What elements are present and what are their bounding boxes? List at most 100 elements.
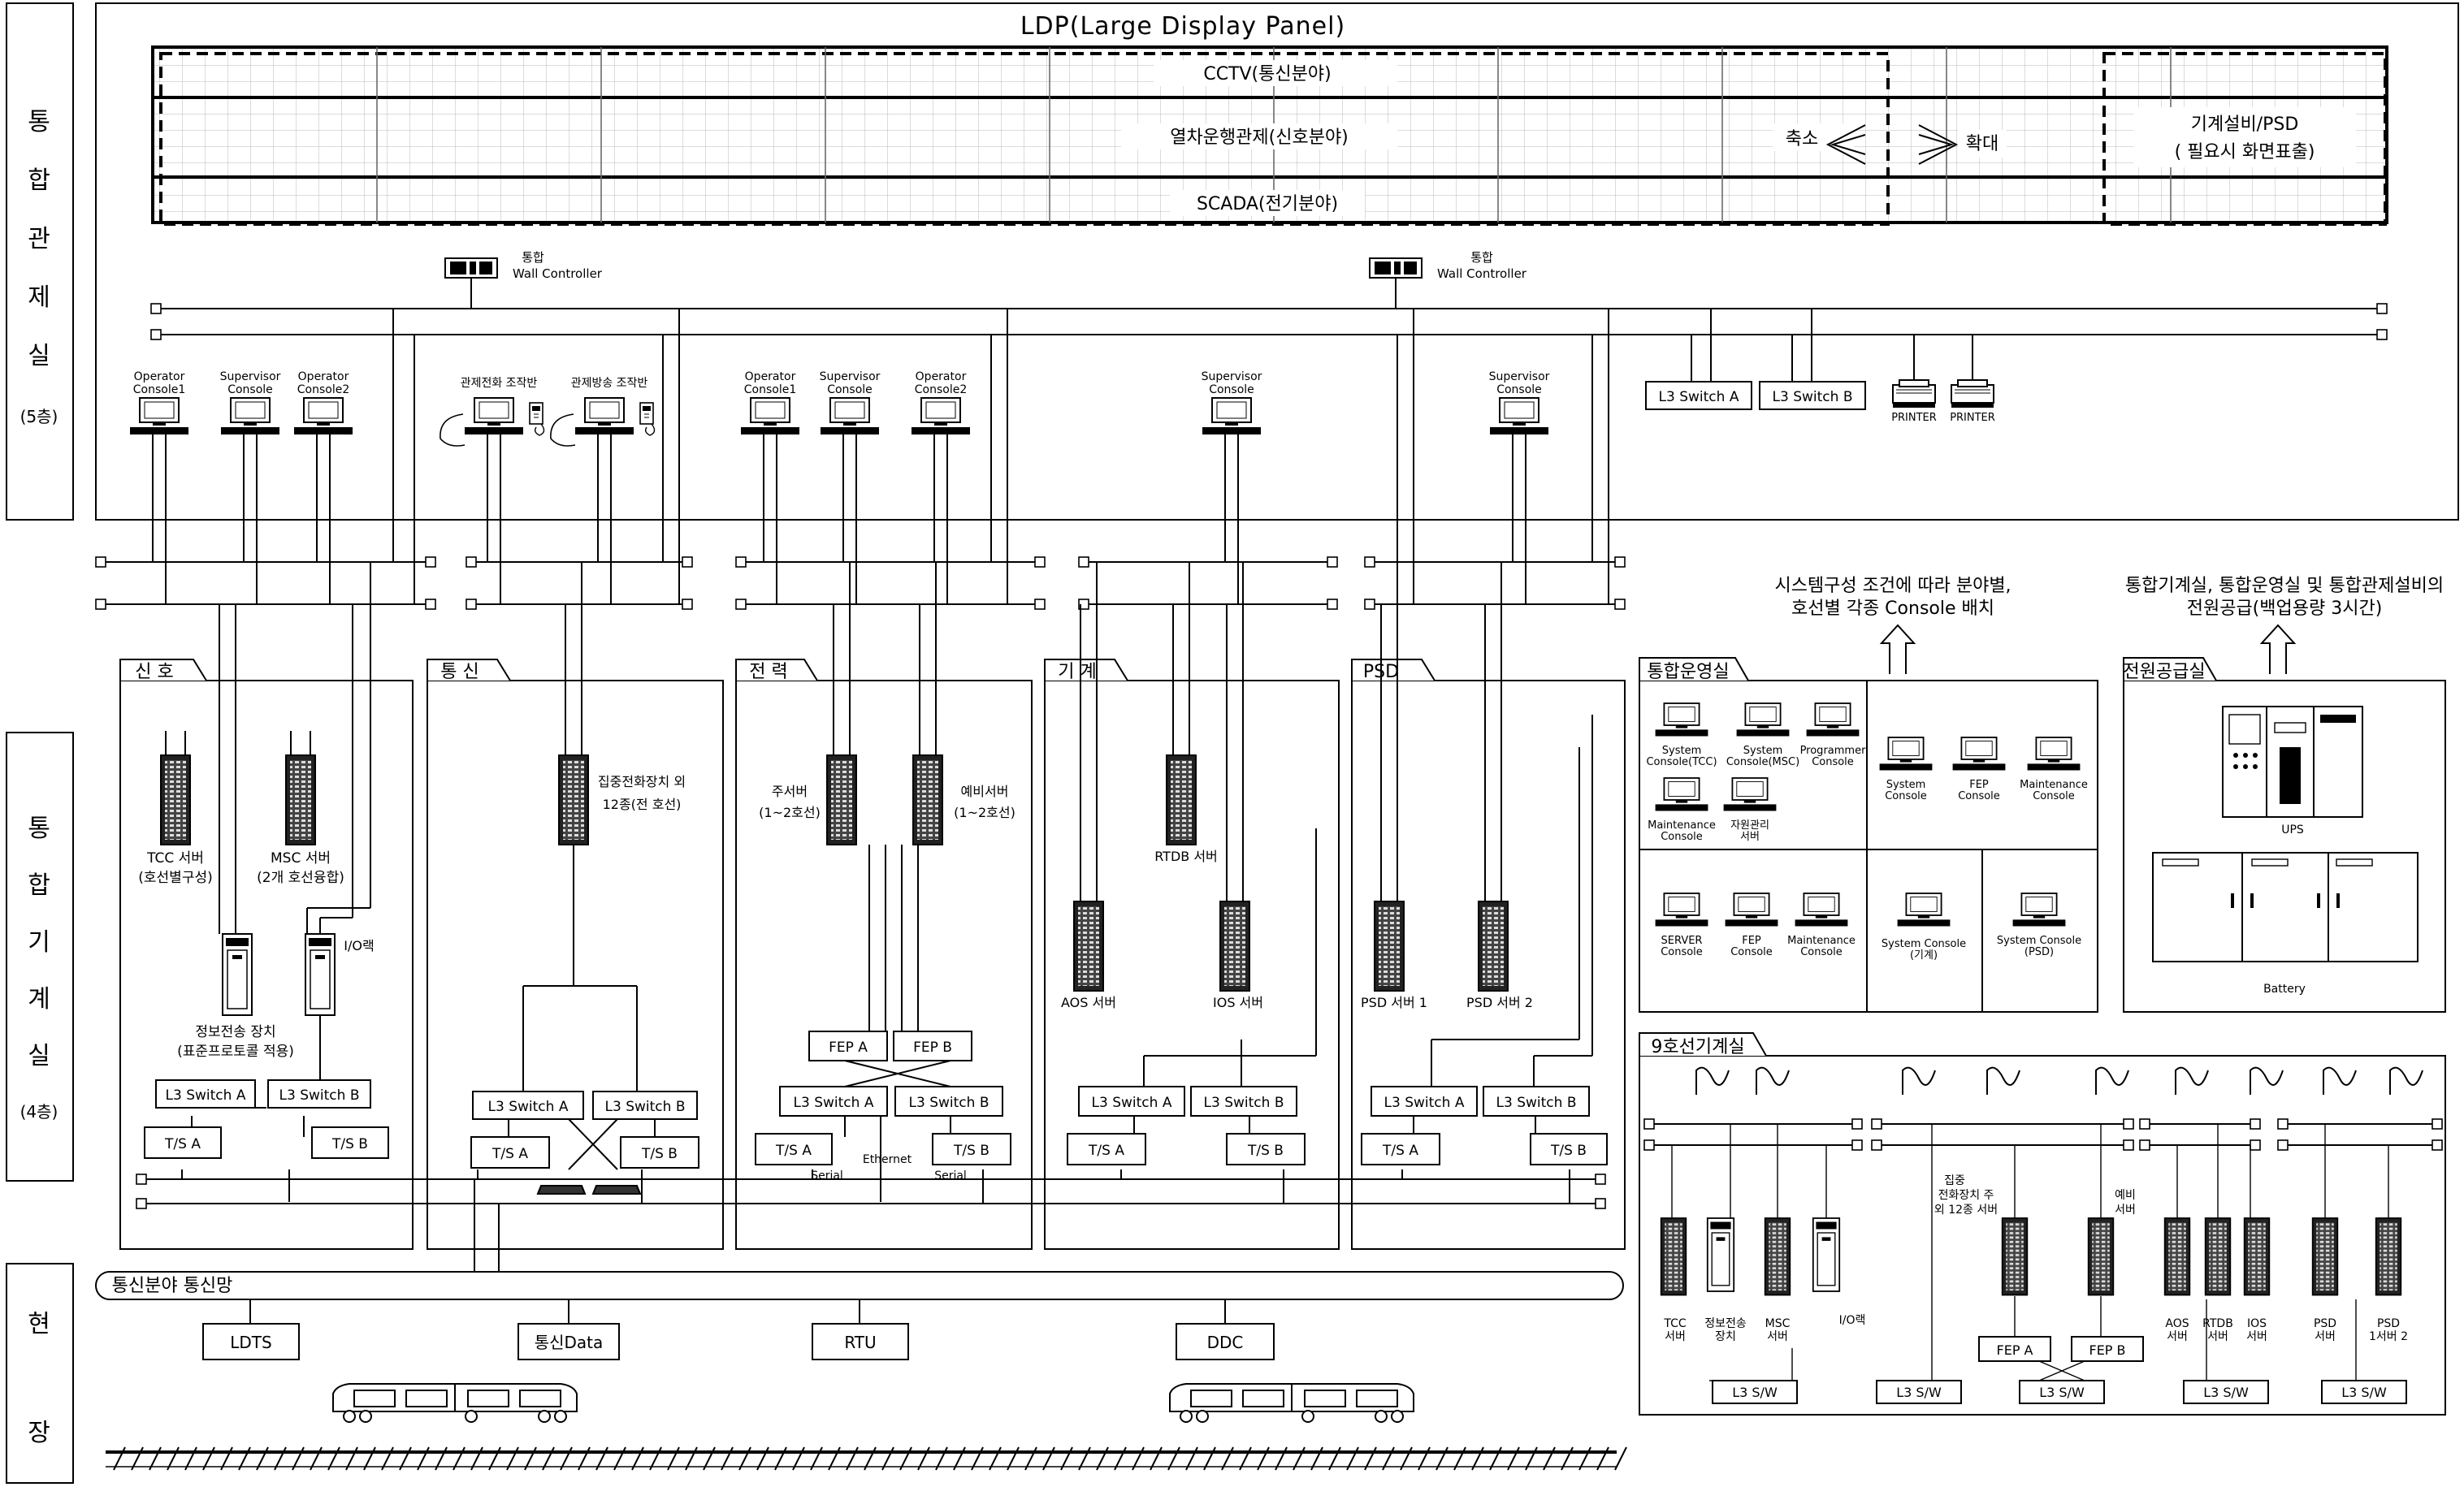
- switch-label: L3 Switch B: [909, 1095, 989, 1111]
- arrow-right-icon: [1918, 124, 1959, 165]
- railway-track: [106, 1446, 1627, 1471]
- msc-server-rack: [285, 754, 316, 845]
- device-label: (표준프로토콜 적용): [177, 1044, 294, 1060]
- switch-label: L3 Switch B: [1773, 389, 1853, 405]
- io-rack-label: I/O랙: [344, 938, 374, 953]
- ts-label: T/S B: [641, 1146, 678, 1162]
- console-label: Console2: [297, 383, 349, 396]
- section-tab: 기 계: [1058, 662, 1096, 682]
- ddc-node: [1176, 1323, 1275, 1360]
- ts-label: T/S A: [775, 1143, 812, 1159]
- ldp-row-train: 열차운행관제(신호분야): [1170, 128, 1349, 148]
- ldp-zoom-out: 축소: [1786, 129, 1818, 149]
- console-label: Supervisor: [1489, 370, 1550, 383]
- section-tab: 신 호: [135, 662, 173, 682]
- psd-server-1-rack: [1374, 901, 1405, 992]
- server-label: 집중전화장치 외: [598, 774, 686, 789]
- server-label: PSD: [2377, 1317, 2400, 1330]
- ts-label: T/S A: [1382, 1143, 1418, 1159]
- console-label: Console: [827, 383, 873, 396]
- console-label: Maintenance: [1648, 819, 1716, 832]
- field-node-label: RTU: [844, 1333, 876, 1352]
- console-label: (기계): [1910, 949, 1938, 962]
- console-label: System Console: [1997, 935, 2081, 947]
- printer-icon: [1892, 379, 1936, 408]
- info-transfer-device: [222, 933, 253, 1016]
- ldp-mech-note: ( 필요시 화면표출): [2175, 142, 2315, 162]
- integrated-operations-room: 통합운영실 System Console(TCC) System Console…: [1639, 657, 2098, 1013]
- server-label: IOS 서버: [1213, 995, 1263, 1010]
- section-tab: 통합운영실: [1647, 662, 1729, 682]
- l3-switch-b-5f: [1759, 381, 1866, 410]
- console-label: Console: [1885, 790, 1927, 802]
- section-communication: 통 신 집중전화장치 외 12종(전 호선) L3 Switch A L3 Sw…: [427, 562, 724, 1250]
- wall-controller-label: Wall Controller: [1437, 266, 1527, 281]
- console-label: System: [1662, 745, 1701, 757]
- console-label: Console: [2033, 790, 2075, 802]
- console-label: System: [1743, 745, 1782, 757]
- server-label: 예비: [2115, 1189, 2136, 1202]
- server-label: MSC: [1765, 1317, 1791, 1330]
- server-label: (2개 호선융합): [257, 870, 344, 886]
- switch-label: L3 S/W: [1732, 1385, 1778, 1400]
- server-label: 서버: [2315, 1330, 2336, 1343]
- server-label: 12종(전 호선): [603, 797, 682, 812]
- fep-label: FEP A: [1997, 1342, 2033, 1358]
- server-label: 서버: [1767, 1330, 1788, 1343]
- wall-controller-1: 통합 Wall Controller: [444, 250, 603, 281]
- device-label: 정보전송 장치: [195, 1024, 275, 1040]
- server-label: PSD: [2314, 1317, 2336, 1330]
- server-label: 정보전송: [1704, 1317, 1747, 1330]
- server-label: TCC: [1663, 1317, 1687, 1330]
- server-label: (1~2호선): [759, 805, 821, 820]
- console-label: Console2: [915, 383, 967, 396]
- console-label: Operator: [134, 370, 185, 383]
- printer-label: PRINTER: [1891, 412, 1937, 424]
- console-label: (PSD): [2024, 946, 2054, 958]
- server-label: 주서버: [772, 784, 808, 799]
- switch-label: L3 Switch B: [1496, 1095, 1577, 1111]
- switch-label: L3 Switch B: [1204, 1095, 1284, 1111]
- floor-field-char: 장: [28, 1419, 50, 1447]
- section-power: 전 력 주서버 (1~2호선) 예비서버 (1~2호선) FEP A FEP B…: [735, 562, 1033, 1250]
- switch-label: L3 Switch B: [279, 1087, 360, 1104]
- floor-field-char: 현: [28, 1310, 50, 1338]
- rtu-node: [812, 1323, 909, 1360]
- console-label: SERVER: [1661, 935, 1703, 947]
- server-label: PSD 서버 2: [1466, 995, 1533, 1010]
- note-text: 통합기계실, 통합운영실 및 통합관제설비의: [2125, 576, 2444, 596]
- io-rack: [305, 933, 336, 1016]
- console-label: Supervisor: [1202, 370, 1262, 383]
- server-label: RTDB 서버: [1154, 849, 1218, 864]
- console-label: Console1: [133, 383, 185, 396]
- comm-data-node: [517, 1323, 620, 1360]
- console-label: Console(MSC): [1726, 756, 1799, 768]
- note-text: 시스템구성 조건에 따라 분야별,: [1774, 576, 2011, 596]
- arrow-left-icon: [1825, 124, 1866, 165]
- comm-server-rack: [558, 754, 589, 845]
- server-label: I/O랙: [1839, 1314, 1866, 1327]
- console-label: Programmer: [1800, 745, 1867, 757]
- server-label: 서버: [2246, 1330, 2267, 1343]
- serial-label: Serial: [811, 1169, 843, 1182]
- fep-label: FEP A: [829, 1040, 868, 1056]
- note-text: 호선별 각종 Console 배치: [1791, 599, 1994, 619]
- ups-label: UPS: [2281, 823, 2304, 836]
- switch-label: L3 S/W: [1896, 1385, 1942, 1400]
- ldp-row-scada: SCADA(전기분야): [1197, 194, 1338, 214]
- switch-label: L3 Switch A: [488, 1099, 569, 1115]
- server-label: (호선별구성): [138, 870, 212, 886]
- floor-label-4f-box: [6, 732, 74, 1182]
- arrow-up-icon: [1879, 624, 1916, 674]
- switch-label: L3 Switch A: [1659, 389, 1739, 405]
- console-label: Supervisor: [820, 370, 881, 383]
- console-label: Maintenance: [1787, 935, 1856, 947]
- battery-label: Battery: [2263, 983, 2306, 996]
- line9-machine-room: 9호선기계실: [1639, 1032, 2446, 1416]
- section-signal: 신 호 TCC 서버 (호선별구성) MSC 서버 (2개 호선융합) I/O랙…: [119, 562, 414, 1250]
- floor-5f-char: 합: [28, 166, 50, 195]
- switch-label: L3 Switch A: [794, 1095, 874, 1111]
- floor-4f-char: 기: [28, 928, 50, 957]
- floor-4f-level: (4층): [20, 1102, 58, 1122]
- server-label: 서버: [2167, 1330, 2188, 1343]
